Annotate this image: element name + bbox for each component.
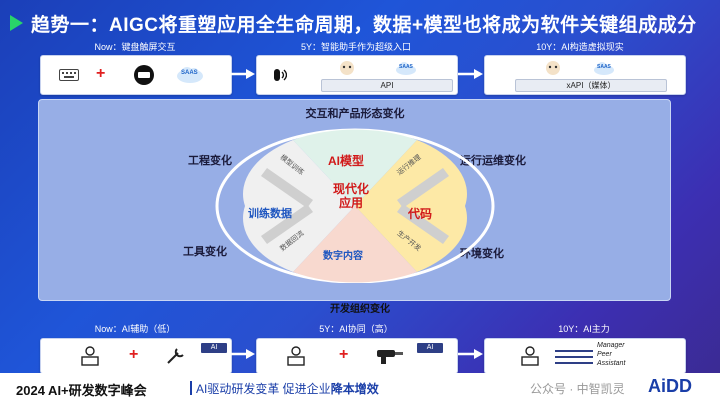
role-assistant: Assistant xyxy=(597,360,626,367)
title-row: 趋势一：AIGC将重塑应用全生命周期，数据+模型也将成为软件关键组成成分 xyxy=(10,10,697,36)
bottom-label-10y: 10Y：AI主力 xyxy=(558,324,610,334)
api-bar-10y: xAPI（媒体） xyxy=(515,79,667,92)
developer-icon xyxy=(81,346,99,366)
stage-label-5y: 5Y：智能助手作为超级入口 xyxy=(300,42,411,52)
top-card-5y: SAAS API xyxy=(256,55,458,95)
quad-code: 代码 xyxy=(408,207,433,221)
role-peer: Peer xyxy=(597,351,612,358)
saas-cloud-icon: SAAS xyxy=(395,60,417,76)
center-line1: 现代化 xyxy=(332,182,369,196)
saas-label: SAAS xyxy=(597,64,611,70)
lifecycle-diagram xyxy=(215,128,495,283)
flow-arrow-4 xyxy=(458,349,483,359)
ai-chip: AI xyxy=(201,343,227,353)
bottom-card-10y: Manager Peer Assistant xyxy=(484,338,686,374)
stage-label-now: Now：键盘触屏交互 xyxy=(94,42,176,52)
ai-chip: AI xyxy=(417,343,443,353)
flow-arrow-1 xyxy=(230,69,255,79)
power-drill-icon xyxy=(377,350,403,364)
ai-tools-icon xyxy=(555,350,593,364)
touchscreen-icon xyxy=(134,65,154,85)
saas-cloud-icon: SAAS xyxy=(175,64,205,84)
arrow-run-infer xyxy=(397,168,449,208)
title-arrow-icon xyxy=(10,15,23,31)
footer-slogan: AI驱动研发变革 促进企业降本增效 xyxy=(196,380,379,397)
robot-icon xyxy=(337,60,357,76)
arrow-model-train xyxy=(261,168,313,208)
wrench-icon xyxy=(167,348,184,364)
saas-label: SAAS xyxy=(181,70,198,76)
arrow-data-return xyxy=(261,204,313,244)
bottom-label-now: Now：AI辅助（低） xyxy=(94,324,176,334)
label-env-change: 环境变化 xyxy=(460,248,504,260)
saas-label: SAAS xyxy=(399,64,413,70)
bottom-section-title: 开发组织变化 xyxy=(330,304,390,315)
top-card-10y: SAAS xAPI（媒体） xyxy=(484,55,686,95)
center-modern-app: 现代化 应用 xyxy=(323,182,379,210)
quad-training-data: 训练数据 xyxy=(248,208,292,220)
bottom-card-5y: + AI xyxy=(256,338,458,374)
api-bar-5y: API xyxy=(321,79,453,92)
bottom-card-now: + AI xyxy=(40,338,232,374)
voice-assistant-icon xyxy=(274,69,287,81)
flow-arrow-2 xyxy=(458,69,483,79)
robot-icon xyxy=(543,60,563,76)
developer-icon xyxy=(521,346,539,366)
footer-slogan-a: AI驱动研发变革 促进企业 xyxy=(196,382,331,396)
quad-ai-model: AI模型 xyxy=(328,154,365,168)
footer-event: 2024 AI+研发数字峰会 xyxy=(16,383,147,398)
page-title: 趋势一：AIGC将重塑应用全生命周期，数据+模型也将成为软件关键组成成分 xyxy=(31,14,697,36)
label-engineering-change: 工程变化 xyxy=(188,155,232,167)
plus-sign: + xyxy=(339,346,349,363)
aidd-logo: AiDD xyxy=(648,376,692,396)
plus-sign: + xyxy=(96,65,106,82)
developer-icon xyxy=(287,346,305,366)
role-manager: Manager xyxy=(597,342,625,349)
quad-digital-content: 数字内容 xyxy=(323,251,363,262)
plus-sign: + xyxy=(129,346,139,363)
footer-watermark: 公众号 · 中智凯灵 xyxy=(530,382,625,396)
center-line2: 应用 xyxy=(338,196,363,210)
stage-label-10y: 10Y：AI构造虚拟现实 xyxy=(536,42,624,52)
bottom-label-5y: 5Y：AI协同（高） xyxy=(319,324,393,334)
top-card-now: + SAAS xyxy=(40,55,232,95)
quad-top-shape xyxy=(293,129,417,206)
footer-slogan-b: 降本增效 xyxy=(330,382,379,396)
footer-divider xyxy=(190,381,192,395)
label-interaction-change: 交互和产品形态变化 xyxy=(305,108,405,120)
saas-cloud-icon: SAAS xyxy=(593,60,615,76)
footer-bar xyxy=(0,373,720,405)
label-tool-change: 工具变化 xyxy=(183,246,227,258)
label-ops-change: 运行运维变化 xyxy=(460,155,526,167)
arrow-prod-dev xyxy=(397,204,449,244)
keyboard-icon xyxy=(59,69,79,81)
quad-bottom-shape xyxy=(293,206,417,283)
flow-arrow-3 xyxy=(230,349,255,359)
roles-list: Manager Peer Assistant xyxy=(597,341,625,368)
